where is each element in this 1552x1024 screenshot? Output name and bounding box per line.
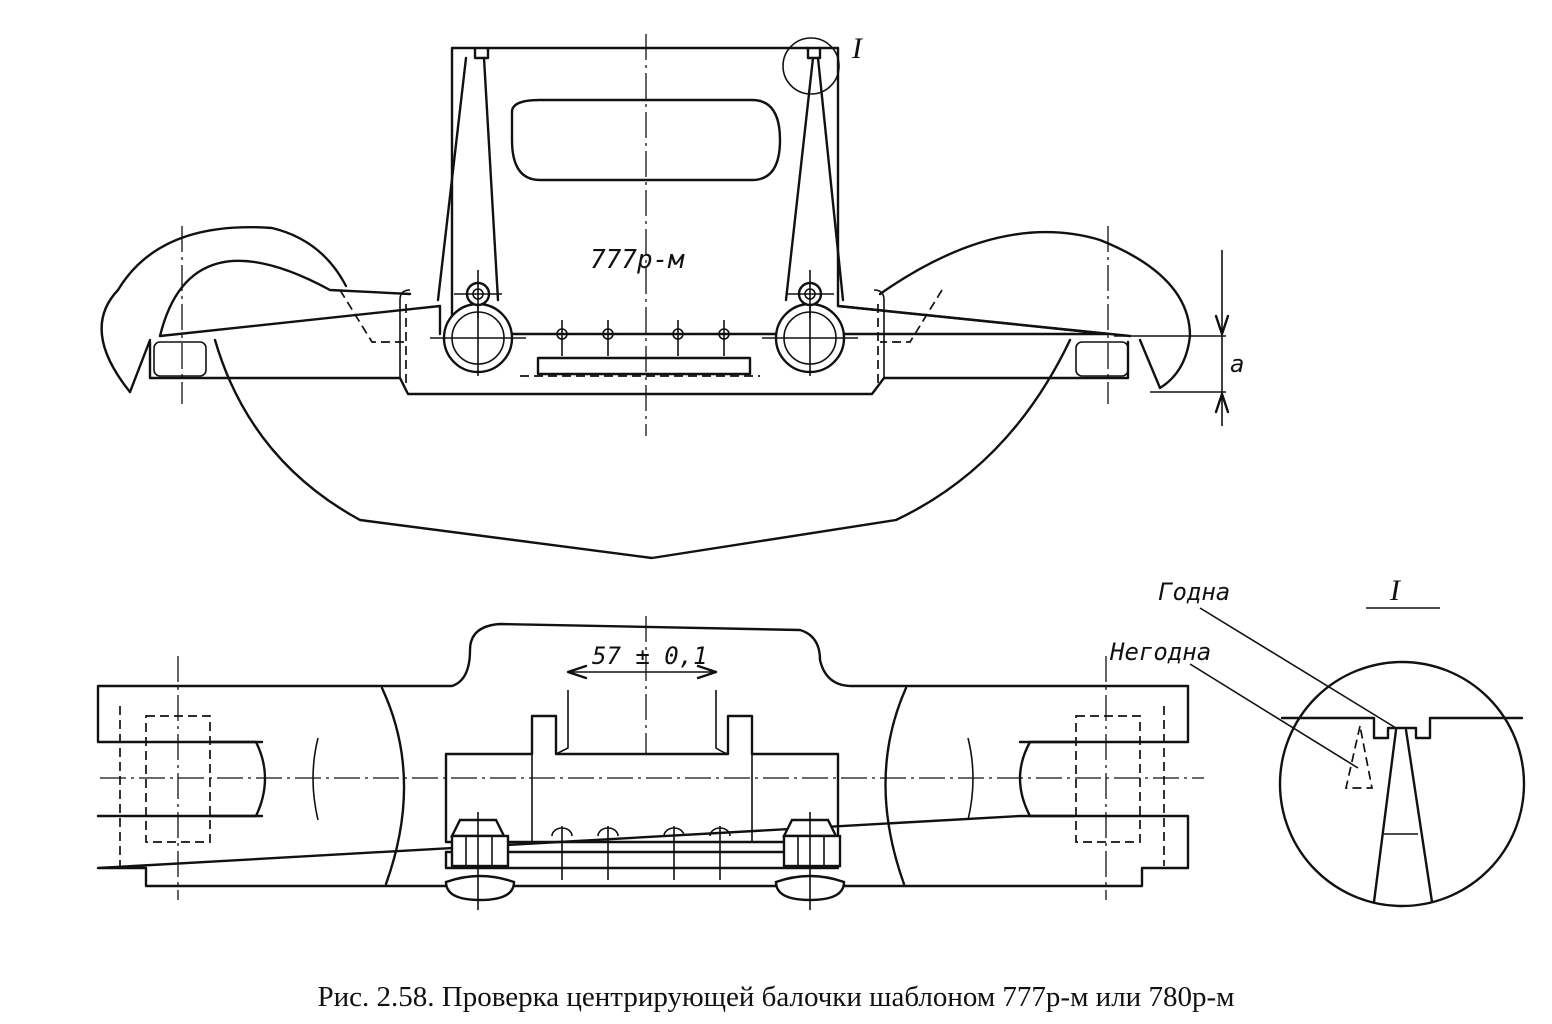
dimension-a-label: a [1230, 350, 1244, 378]
detail-circle [1278, 660, 1526, 908]
detail-view: I Годна Негодна [1109, 574, 1526, 908]
detail-marker-label: I [851, 32, 864, 65]
right-arm [836, 304, 1132, 338]
right-bolt [774, 812, 846, 910]
template-body [450, 46, 1110, 336]
template-label: 777р-м [590, 245, 685, 275]
detail-title: I [1389, 574, 1402, 607]
label-unfit: Негодна [1109, 638, 1211, 666]
label-fit: Годна [1158, 578, 1230, 606]
detail-marker-circle [782, 37, 840, 95]
beam-bowl [213, 338, 1072, 560]
figure-caption: Рис. 2.58. Проверка центрирующей балочки… [318, 981, 1235, 1013]
dimension-57-label: 57 ± 0,1 [592, 642, 708, 670]
left-bolt [444, 812, 516, 910]
plan-outline [96, 622, 1190, 744]
left-arm [158, 304, 442, 338]
template-slot [510, 98, 782, 182]
front-view: a 777р-м I [100, 32, 1244, 560]
plan-view: 57 ± 0,1 [96, 616, 1204, 910]
